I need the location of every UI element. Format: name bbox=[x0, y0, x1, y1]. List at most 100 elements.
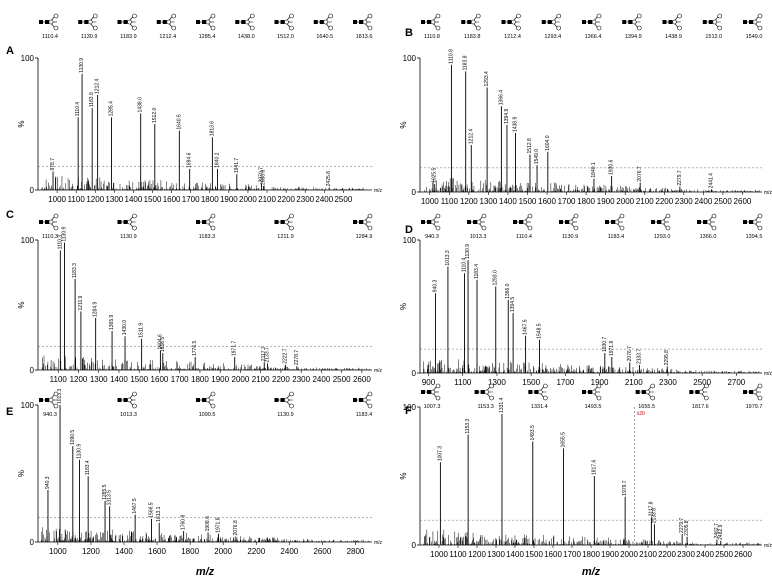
glyph-circle bbox=[699, 389, 704, 395]
glyph-circle bbox=[636, 25, 642, 31]
glycan-glyph bbox=[274, 391, 294, 409]
x-tick-label: 2400 bbox=[280, 547, 298, 556]
glycan-label: 1979.7 bbox=[746, 404, 763, 410]
glyph-square bbox=[635, 390, 640, 394]
glyph-circle bbox=[367, 213, 373, 219]
x-tick-label: 1400 bbox=[110, 375, 128, 384]
glycan-label: 1293.4 bbox=[544, 34, 561, 40]
peak-label: 1110.8 bbox=[448, 49, 454, 64]
peak-label: 1284.9 bbox=[93, 301, 99, 317]
peak-label: 1941.7 bbox=[234, 158, 240, 174]
glyph-circle bbox=[556, 13, 562, 19]
glyph-circle bbox=[210, 13, 216, 19]
glyph-circle bbox=[367, 403, 373, 409]
x-tick-label: 2000 bbox=[616, 197, 634, 206]
peak-label: 2076.8 bbox=[233, 520, 239, 536]
glyph-circle bbox=[573, 225, 579, 231]
x-tick-label: 1400 bbox=[125, 195, 143, 204]
glyph-square bbox=[702, 20, 707, 24]
glyph-square bbox=[641, 390, 646, 394]
peak-label: 1130.9 bbox=[61, 226, 67, 241]
glyph-square bbox=[582, 390, 586, 394]
glyph-circle bbox=[53, 225, 59, 231]
glycan-label: 1284.9 bbox=[356, 234, 373, 240]
x-tick-label: 1100 bbox=[68, 195, 86, 204]
glyph-circle bbox=[53, 213, 59, 219]
glyph-square bbox=[78, 20, 83, 24]
glyph-square bbox=[123, 398, 128, 402]
x-tick-label: 1600 bbox=[544, 550, 562, 559]
x-tick-label: 2200 bbox=[658, 550, 676, 559]
glycan-label: 1013.3 bbox=[120, 412, 137, 418]
peak-label: 2076.7 bbox=[637, 166, 643, 182]
x-tick-label: 2800 bbox=[347, 547, 365, 556]
glyph-circle bbox=[527, 213, 533, 219]
glyph-circle bbox=[538, 389, 543, 395]
glyph-circle bbox=[706, 219, 712, 225]
x-tick-label: 2400 bbox=[315, 195, 333, 204]
peak-label: 1604.0 bbox=[545, 135, 551, 151]
glycan-label: 1817.6 bbox=[692, 404, 709, 410]
x-tick-label: 2300 bbox=[675, 197, 693, 206]
glyph-square bbox=[359, 398, 363, 402]
peak-label: 2117.7 bbox=[261, 346, 267, 361]
glyph-square bbox=[123, 20, 128, 24]
peak-label: 1130.9 bbox=[79, 58, 85, 73]
glyph-square bbox=[202, 20, 206, 24]
x-tick-label: 1000 bbox=[48, 195, 66, 204]
glyph-circle bbox=[367, 225, 373, 231]
noise-peaks bbox=[423, 359, 761, 373]
glyph-square bbox=[559, 220, 563, 224]
glycan-glyph bbox=[117, 13, 137, 31]
x-tick-label: 1800 bbox=[191, 375, 209, 384]
glycan-label: 1640.5 bbox=[316, 34, 333, 40]
glyph-circle bbox=[249, 13, 255, 19]
glycan-label: 1130.9 bbox=[120, 234, 136, 240]
glyph-circle bbox=[289, 403, 294, 409]
peak-label: 940.3 bbox=[45, 476, 51, 489]
peak-label: 1025.5 bbox=[432, 167, 438, 183]
panel-letter: A bbox=[6, 45, 14, 57]
peak-label: 1604.6 bbox=[157, 334, 163, 350]
glyph-square bbox=[501, 20, 506, 24]
glyph-circle bbox=[435, 213, 441, 219]
x-tick-label: 2300 bbox=[677, 550, 695, 559]
glyph-circle bbox=[284, 219, 289, 225]
glyph-circle bbox=[53, 391, 59, 397]
peak-label: 1285.4 bbox=[109, 101, 115, 117]
glyph-circle bbox=[516, 13, 521, 19]
glyph-square bbox=[156, 20, 161, 24]
peak-label: 1110.3 bbox=[57, 235, 63, 250]
x-tick-label: 1400 bbox=[115, 547, 133, 556]
glycan-glyph bbox=[622, 13, 642, 31]
glyph-square bbox=[513, 220, 517, 224]
glyph-square bbox=[123, 220, 128, 224]
glycan-glyph bbox=[39, 213, 59, 231]
peak-label: 1331.4 bbox=[499, 397, 505, 413]
glycan-label: 1438.9 bbox=[665, 34, 682, 40]
glyph-square bbox=[427, 20, 431, 24]
glyph-circle bbox=[430, 219, 436, 225]
glyph-square bbox=[651, 220, 655, 224]
x-tick-label: 1800 bbox=[577, 197, 595, 206]
x-tick-label: 2100 bbox=[639, 550, 657, 559]
peak-label: 1694.6 bbox=[187, 152, 193, 168]
glyph-square bbox=[45, 20, 49, 24]
panel-letter: C bbox=[6, 209, 14, 221]
glyph-circle bbox=[470, 19, 476, 25]
glyph-circle bbox=[210, 213, 216, 219]
peak-label: 1512.0 bbox=[152, 107, 158, 123]
y-axis-label: % bbox=[17, 120, 26, 127]
x-unit-label: m/z bbox=[764, 371, 772, 377]
glycan-glyph bbox=[117, 391, 137, 409]
glyph-circle bbox=[591, 389, 597, 395]
glyph-circle bbox=[481, 213, 487, 219]
x-tick-label: 2000 bbox=[239, 195, 257, 204]
x-tick-label: 2400 bbox=[312, 375, 330, 384]
glyph-circle bbox=[489, 395, 494, 401]
glyph-circle bbox=[757, 13, 763, 19]
glyph-circle bbox=[435, 25, 441, 31]
glyph-circle bbox=[171, 13, 177, 19]
glycan-glyph bbox=[501, 13, 521, 31]
